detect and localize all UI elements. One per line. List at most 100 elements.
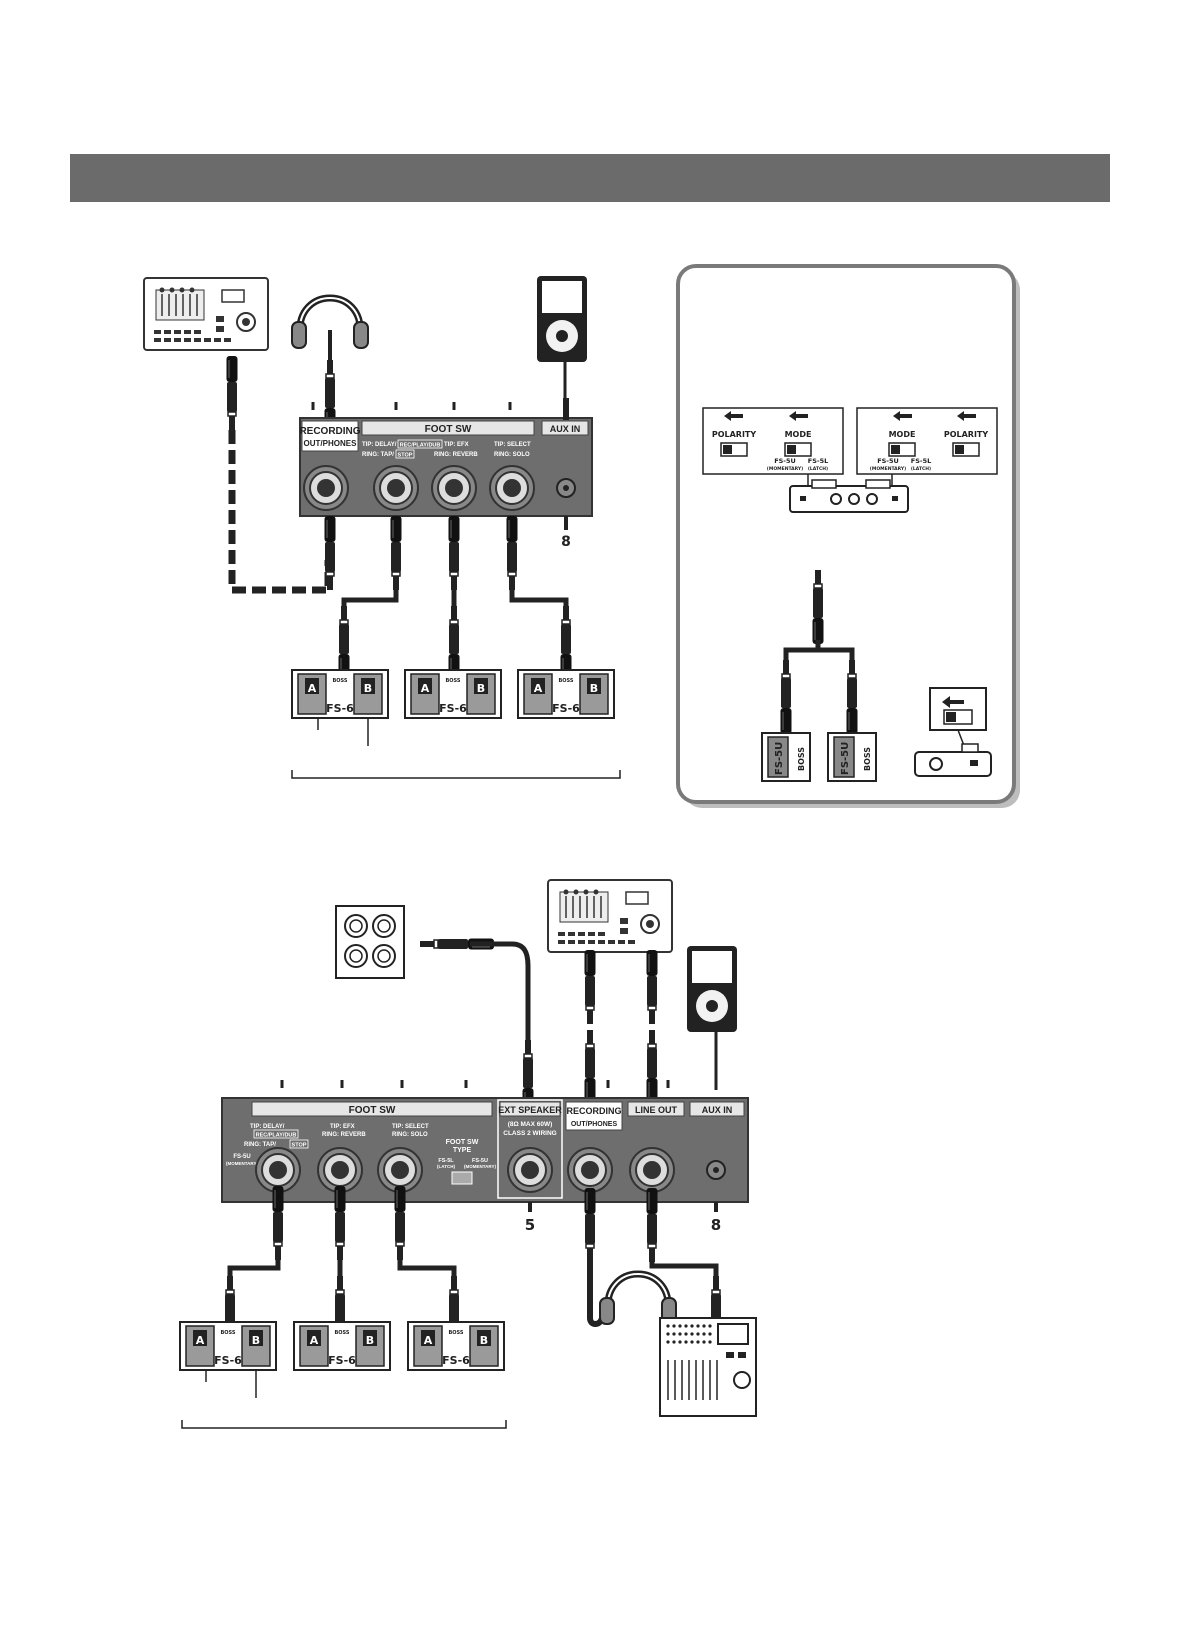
fs-brand-label: BOSS [445, 678, 460, 684]
inset-fs5u-label-1: FS-5U [774, 457, 796, 465]
sw3-tip-label: TIP: SELECT [494, 442, 531, 448]
fs-brand-label: BOSS [220, 1330, 235, 1336]
b-foot-sw-jack-3 [377, 1147, 423, 1193]
foot-sw-jack-1 [373, 465, 419, 511]
fs-brand-label: BOSS [334, 1330, 349, 1336]
foot-sw-label: FOOT SW [425, 424, 472, 435]
b-sw1-ring-label: RING: TAP/ [244, 1142, 276, 1148]
foot-sw-label-2: FOOT SW [349, 1105, 396, 1116]
footswitch-1-top: A B BOSS FS-6 [291, 669, 389, 719]
out-phones-label: OUT/PHONES [304, 439, 358, 448]
foot-sw-jack-3 [489, 465, 535, 511]
b-sw1-ring-box-label: STOP [292, 1143, 307, 1149]
sw1-ring-box-label: STOP [398, 453, 413, 459]
top-diagram: RECORDING OUT/PHONES FOOT SW AUX IN TIP:… [143, 276, 621, 779]
fs5u-pedal-1: FS-5U BOSS [761, 732, 811, 782]
b-fs5u-left-label: FS-5U [233, 1154, 250, 1160]
inset-footswitch-box: POLARITY MODE MODE POLARITY FS-5U (MOMEN… [676, 264, 1020, 808]
headphones-icon-2 [600, 1274, 676, 1324]
out-phones-label-2: OUT/PHONES [571, 1121, 618, 1128]
b-sw3-tip-label: TIP: SELECT [392, 1124, 429, 1130]
foot-sw-type-title-1: FOOT SW [446, 1139, 479, 1146]
line-out-plug [645, 1029, 659, 1105]
inset-fs5u-label-2: FS-5U [877, 457, 899, 465]
inset-fs5l-sub-2: (LATCH) [911, 466, 931, 472]
pedal-model-label: FS-5U [840, 742, 851, 775]
b-line-out-plug-down [647, 1188, 658, 1262]
ext-speaker-label: EXT SPEAKER [498, 1105, 562, 1115]
pedal-brand-label: BOSS [797, 747, 806, 771]
toggle-switch-icon [720, 442, 980, 457]
recorder-device-icon [143, 277, 269, 351]
fs1-cable-plug [337, 605, 351, 681]
b-foot-sw-jack-1 [255, 1147, 301, 1193]
foot-sw-type-switch [451, 1171, 473, 1185]
inset-fs5u-sub-2: (MOMENTARY) [870, 466, 906, 472]
fs-model-label: FS-6 [214, 1354, 242, 1367]
aux-in-label-2: AUX IN [702, 1105, 733, 1115]
fs-model-label: FS-6 [552, 702, 580, 715]
footswitch-bracket [291, 770, 621, 779]
b-foot-sw-jack-2 [317, 1147, 363, 1193]
fs-a-label: A [308, 682, 317, 695]
pedal-model-label: FS-5U [774, 742, 785, 775]
ext-speaker-spec-2: CLASS 2 WIRING [503, 1130, 556, 1137]
aux-in-ref-number: 8 [561, 534, 571, 550]
footswitch-3-top: A B BOSS FS-6 [517, 669, 615, 719]
b-recording-out-jack [567, 1147, 613, 1193]
sw1-ring-label: RING: TAP/ [362, 452, 394, 458]
sw1-tip-box-label: REC/PLAY/DUB [400, 443, 441, 449]
b-phones-plug [585, 1188, 596, 1262]
fs-model-label: FS-6 [328, 1354, 356, 1367]
footswitch-2-bottom: A B BOSS FS-6 [293, 1321, 391, 1371]
aux-in-ref-number-2: 8 [711, 1216, 721, 1234]
recording-out-jack [303, 465, 349, 511]
fs3-cable-plug-top [507, 516, 518, 590]
dual-switch-unit-icon [789, 474, 909, 513]
b-sw1-tip-label: TIP: DELAY/ [250, 1124, 285, 1130]
sw3-ring-label: RING: SOLO [494, 452, 530, 458]
fs-b-label: B [364, 682, 372, 695]
fs-model-label: FS-6 [439, 702, 467, 715]
b-sw1-tip-box-label: REC/PLAY/DUB [256, 1133, 297, 1139]
footswitch-2-top: A B BOSS FS-6 [404, 669, 502, 719]
sw2-tip-label: TIP: EFX [444, 442, 469, 448]
fs-model-label: FS-6 [442, 1354, 470, 1367]
music-player-icon-2 [687, 946, 737, 1032]
recording-label-2: RECORDING [566, 1106, 621, 1116]
speaker-cabinet-icon [335, 905, 405, 979]
foot-sw-jack-2 [431, 465, 477, 511]
fs-a-label: A [196, 1334, 205, 1347]
inset-polarity-label-2: POLARITY [944, 430, 989, 439]
mixer-console-icon [659, 1317, 757, 1417]
type-fs5l-label: FS-5L [438, 1158, 454, 1164]
b-fs1-plug-top [273, 1186, 284, 1260]
fs-a-label: A [421, 682, 430, 695]
fs2-cable-plug [447, 605, 461, 681]
rec-plug-down [585, 950, 596, 1024]
b-sw2-ring-label: RING: REVERB [322, 1132, 366, 1138]
inset-fs5u-sub-1: (MOMENTARY) [767, 466, 803, 472]
fs2-cable-plug-top [449, 516, 460, 590]
fs-a-label: A [310, 1334, 319, 1347]
b-sw2-tip-label: TIP: EFX [330, 1124, 355, 1130]
line-out-label: LINE OUT [635, 1105, 678, 1115]
recorder-plug [227, 356, 238, 430]
b-fs5u-left-sub: (MOMENTARY) [226, 1161, 258, 1166]
fs-brand-label: BOSS [448, 1330, 463, 1336]
fs-brand-label: BOSS [558, 678, 573, 684]
inset-fs5l-label-2: FS-5L [911, 457, 931, 465]
footswitch-1-bottom: A B BOSS FS-6 [179, 1321, 277, 1371]
footswitch-3-bottom: A B BOSS FS-6 [407, 1321, 505, 1371]
inset-polarity-label-1: POLARITY [712, 430, 757, 439]
aux-in-label: AUX IN [550, 424, 581, 434]
fs-a-label: A [534, 682, 543, 695]
type-fs5u-label: FS-5U [472, 1158, 488, 1164]
foot-sw-type-title-2: TYPE [453, 1147, 472, 1154]
recorder-device-icon-2 [547, 879, 673, 953]
inset-fs5l-label-1: FS-5L [808, 457, 828, 465]
music-player-icon [537, 276, 587, 362]
inset-mode-label-1: MODE [785, 430, 812, 439]
fs-b-label: B [480, 1334, 488, 1347]
